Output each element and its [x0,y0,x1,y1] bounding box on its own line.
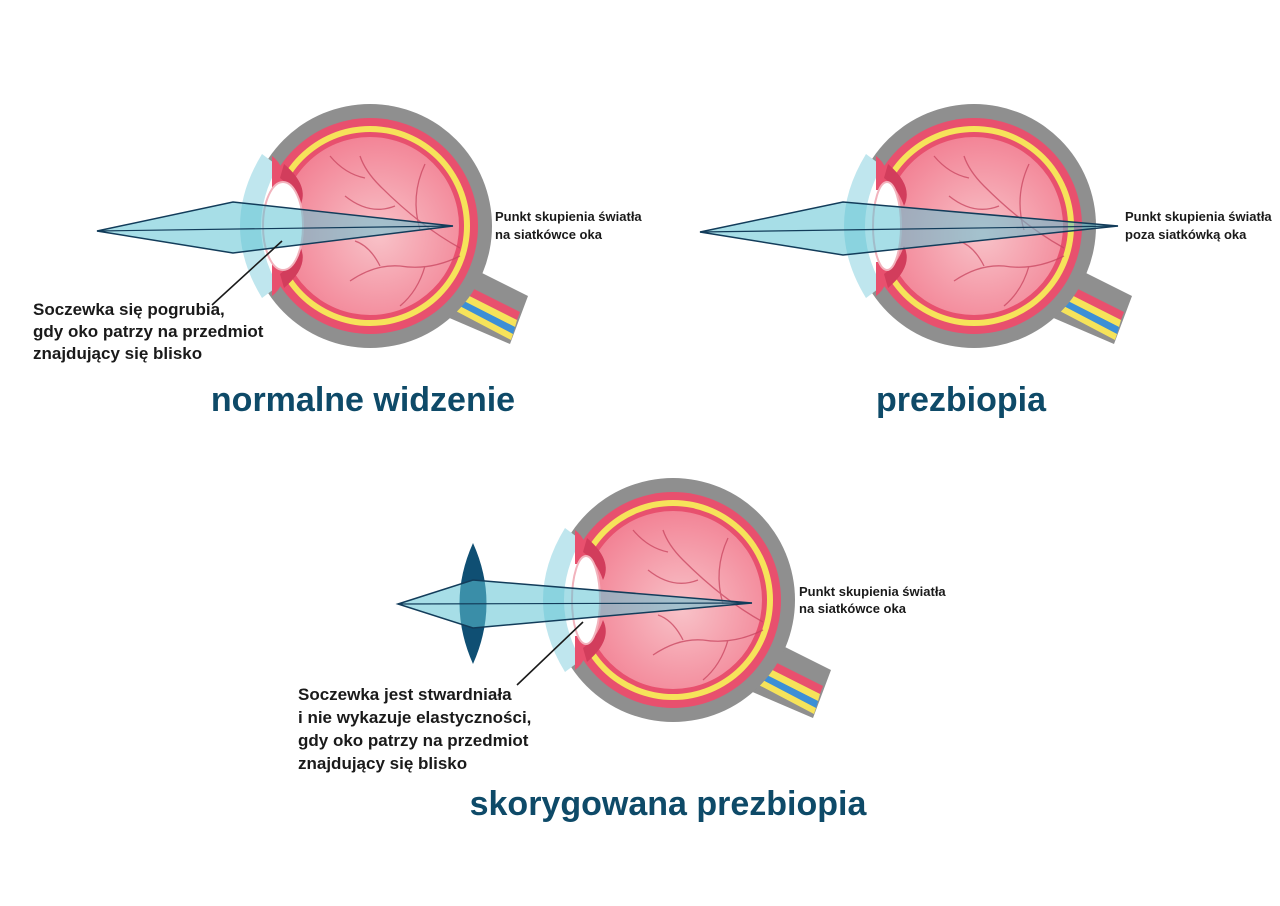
focus-label: Punkt skupienia światła poza siatkówką o… [1125,209,1275,242]
focus-label: Punkt skupienia światła na siatkówce oka [495,209,645,242]
lens-note: Soczewka się pogrubia, gdy oko patrzy na… [33,300,268,363]
panel-title: prezbiopia [876,381,1047,419]
lens-pointer-line [516,621,584,686]
lens-note: Soczewka jest stwardniała i nie wykazuje… [298,685,536,773]
focus-label: Punkt skupienia światła na siatkówce oka [799,584,949,616]
panel-title: normalne widzenie [211,381,515,419]
panel-presbyopia: Punkt skupienia światła poza siatkówką o… [699,103,1275,419]
lens-pointer-line [211,240,283,306]
panel-title: skorygowana prezbiopia [470,785,868,823]
panel-normal-vision: Punkt skupienia światła na siatkówce oka… [33,103,645,419]
panel-corrected-presbyopia: Punkt skupienia światła na siatkówce oka… [298,477,949,823]
